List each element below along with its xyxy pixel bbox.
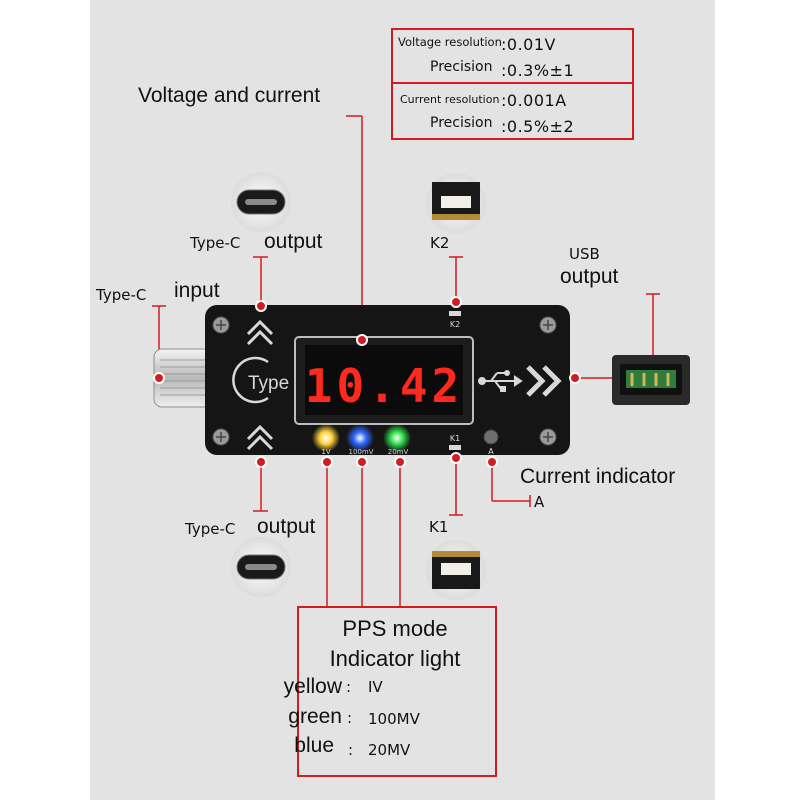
double-chevron-icon <box>246 319 274 451</box>
typec-input-word: input <box>174 279 220 302</box>
k1-switch-photo <box>426 540 486 600</box>
svg-text:K2: K2 <box>450 320 460 329</box>
svg-text:Type: Type <box>248 373 289 394</box>
pps-row-value-blue: 20MV <box>368 741 411 759</box>
svg-text:K1: K1 <box>450 434 460 443</box>
pcb-board: Type 10.42 K2 <box>205 305 570 456</box>
svg-text:20mV: 20mV <box>388 448 409 456</box>
k1-label: K1 <box>429 518 449 536</box>
typec-input-prefix: Type-C <box>96 286 147 304</box>
k2-switch-photo <box>426 173 486 233</box>
usb-trident-icon <box>478 370 523 392</box>
pps-row-name-green: green <box>288 705 342 728</box>
voltage-current-label: Voltage and current <box>138 84 321 107</box>
typec-output-top-word: output <box>264 230 323 253</box>
pps-row-value-green: 100MV <box>368 710 420 728</box>
svg-text:100mV: 100mV <box>349 448 374 456</box>
pps-row-value-yellow: IV <box>368 678 383 696</box>
pps-box <box>297 606 497 776</box>
voltage-resolution-label: Voltage resolution <box>398 35 502 49</box>
usb-output-prefix: USB <box>569 245 600 263</box>
svg-text:A: A <box>488 447 494 456</box>
spec-box <box>391 28 634 140</box>
pps-title-line2: Indicator light <box>329 646 461 671</box>
k2-label: K2 <box>430 234 450 252</box>
anchor-dots <box>153 296 581 468</box>
led-display-value: 10.42 <box>305 359 463 413</box>
led-yellow <box>312 424 340 452</box>
typec-input-plug <box>153 348 215 408</box>
voltage-precision-label: Precision <box>430 59 493 75</box>
typec-receptacle-bottom-photo <box>231 537 291 597</box>
current-precision-label: Precision <box>430 115 493 131</box>
spec-divider <box>391 82 634 84</box>
pps-title-line1: PPS mode <box>342 616 448 641</box>
pps-row-sep-green: : <box>347 709 353 727</box>
pps-row-name-yellow: yellow <box>283 675 342 698</box>
current-resolution-value: :0.001A <box>501 91 567 110</box>
typec-receptacle-top-photo <box>231 172 291 232</box>
type-logo: Type <box>232 356 289 404</box>
current-precision-value: :0.5%±2 <box>501 117 575 136</box>
voltage-precision-value: :0.3%±1 <box>501 61 575 80</box>
current-indicator-label: Current indicator <box>520 465 676 488</box>
pps-row-sep-blue: : <box>348 741 354 759</box>
leader-lines <box>152 115 660 607</box>
typec-output-bottom-prefix: Type-C <box>185 520 236 538</box>
current-resolution-label: Current resolution <box>400 93 500 106</box>
pps-row-sep-yellow: : <box>346 678 352 696</box>
double-chevron-icon-right <box>526 365 562 397</box>
led-blue <box>346 424 374 452</box>
typec-output-top-prefix: Type-C <box>190 234 241 252</box>
current-indicator-unit: A <box>534 493 545 511</box>
pps-box-bottom-line <box>297 775 497 777</box>
usb-a-receptacle-photo <box>612 355 690 405</box>
svg-text:1V: 1V <box>321 448 330 456</box>
led-green <box>383 424 411 452</box>
screw-icon <box>212 316 557 446</box>
pps-row-name-blue: blue <box>294 734 334 757</box>
voltage-resolution-value: :0.01V <box>501 35 556 54</box>
usb-output-word: output <box>560 265 619 288</box>
typec-output-bottom-word: output <box>257 515 316 538</box>
